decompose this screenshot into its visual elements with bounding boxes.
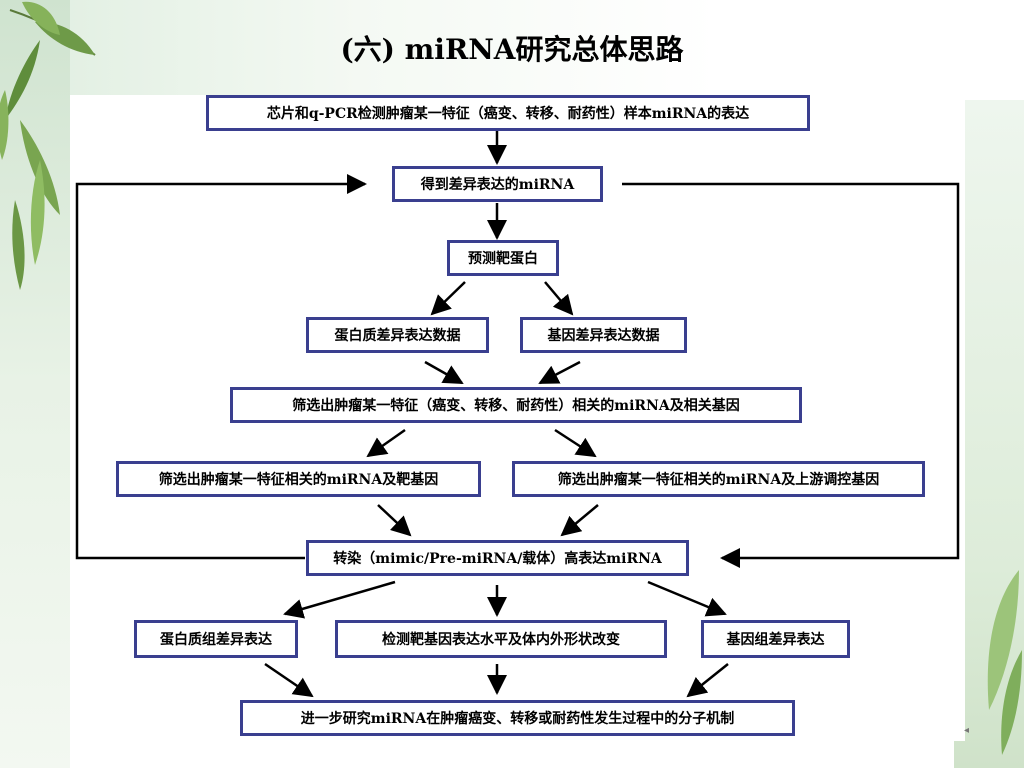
leaf-decoration-right xyxy=(987,570,1022,755)
node-differential-mirna: 得到差异表达的miRNA xyxy=(392,166,603,202)
arrow-7-9 xyxy=(377,504,412,537)
arrow-10-13 xyxy=(264,662,314,698)
arrow-5-6 xyxy=(538,360,581,385)
arrow-3-5 xyxy=(544,281,574,316)
background-left xyxy=(0,0,70,768)
arrow-9-12 xyxy=(647,580,727,617)
leaf-decoration xyxy=(0,1,96,290)
arrow-3-4 xyxy=(430,281,466,316)
node-molecular-mechanism: 进一步研究miRNA在肿瘤癌变、转移或耐药性发生过程中的分子机制 xyxy=(240,700,795,736)
feedback-loop-left xyxy=(75,174,367,560)
arrow-4-6 xyxy=(424,360,464,385)
node-predict-target-protein: 预测靶蛋白 xyxy=(447,240,559,276)
arrow-6-8 xyxy=(554,428,597,458)
node-genome-expression: 基因组差异表达 xyxy=(701,620,850,658)
arrow-6-7 xyxy=(366,428,406,458)
node-screen-mirna-related-genes: 筛选出肿瘤某一特征（癌变、转移、耐药性）相关的miRNA及相关基因 xyxy=(230,387,802,423)
node-protein-expression-data: 蛋白质差异表达数据 xyxy=(306,317,489,353)
background-top xyxy=(0,0,1024,100)
slide-title: (六) miRNA研究总体思路 xyxy=(340,33,684,66)
feedback-loop-right xyxy=(622,182,960,568)
arrow-12-13 xyxy=(686,663,729,698)
node-chip-qpcr-detection: 芯片和q-PCR检测肿瘤某一特征（癌变、转移、耐药性）样本miRNA的表达 xyxy=(206,95,810,131)
slide-nav-marker[interactable]: ◂ xyxy=(963,725,969,736)
node-transfection-overexpression: 转染（mimic/Pre-miRNA/载体）高表达miRNA xyxy=(306,540,689,576)
node-screen-mirna-upstream-genes: 筛选出肿瘤某一特征相关的miRNA及上游调控基因 xyxy=(512,461,925,497)
arrow-9-10 xyxy=(283,580,396,619)
node-gene-expression-data: 基因差异表达数据 xyxy=(520,317,687,353)
node-proteome-expression: 蛋白质组差异表达 xyxy=(134,620,298,658)
node-screen-mirna-target-genes: 筛选出肿瘤某一特征相关的miRNA及靶基因 xyxy=(116,461,481,497)
node-target-gene-phenotype: 检测靶基因表达水平及体内外形状改变 xyxy=(335,620,667,658)
arrow-8-9 xyxy=(560,504,599,537)
